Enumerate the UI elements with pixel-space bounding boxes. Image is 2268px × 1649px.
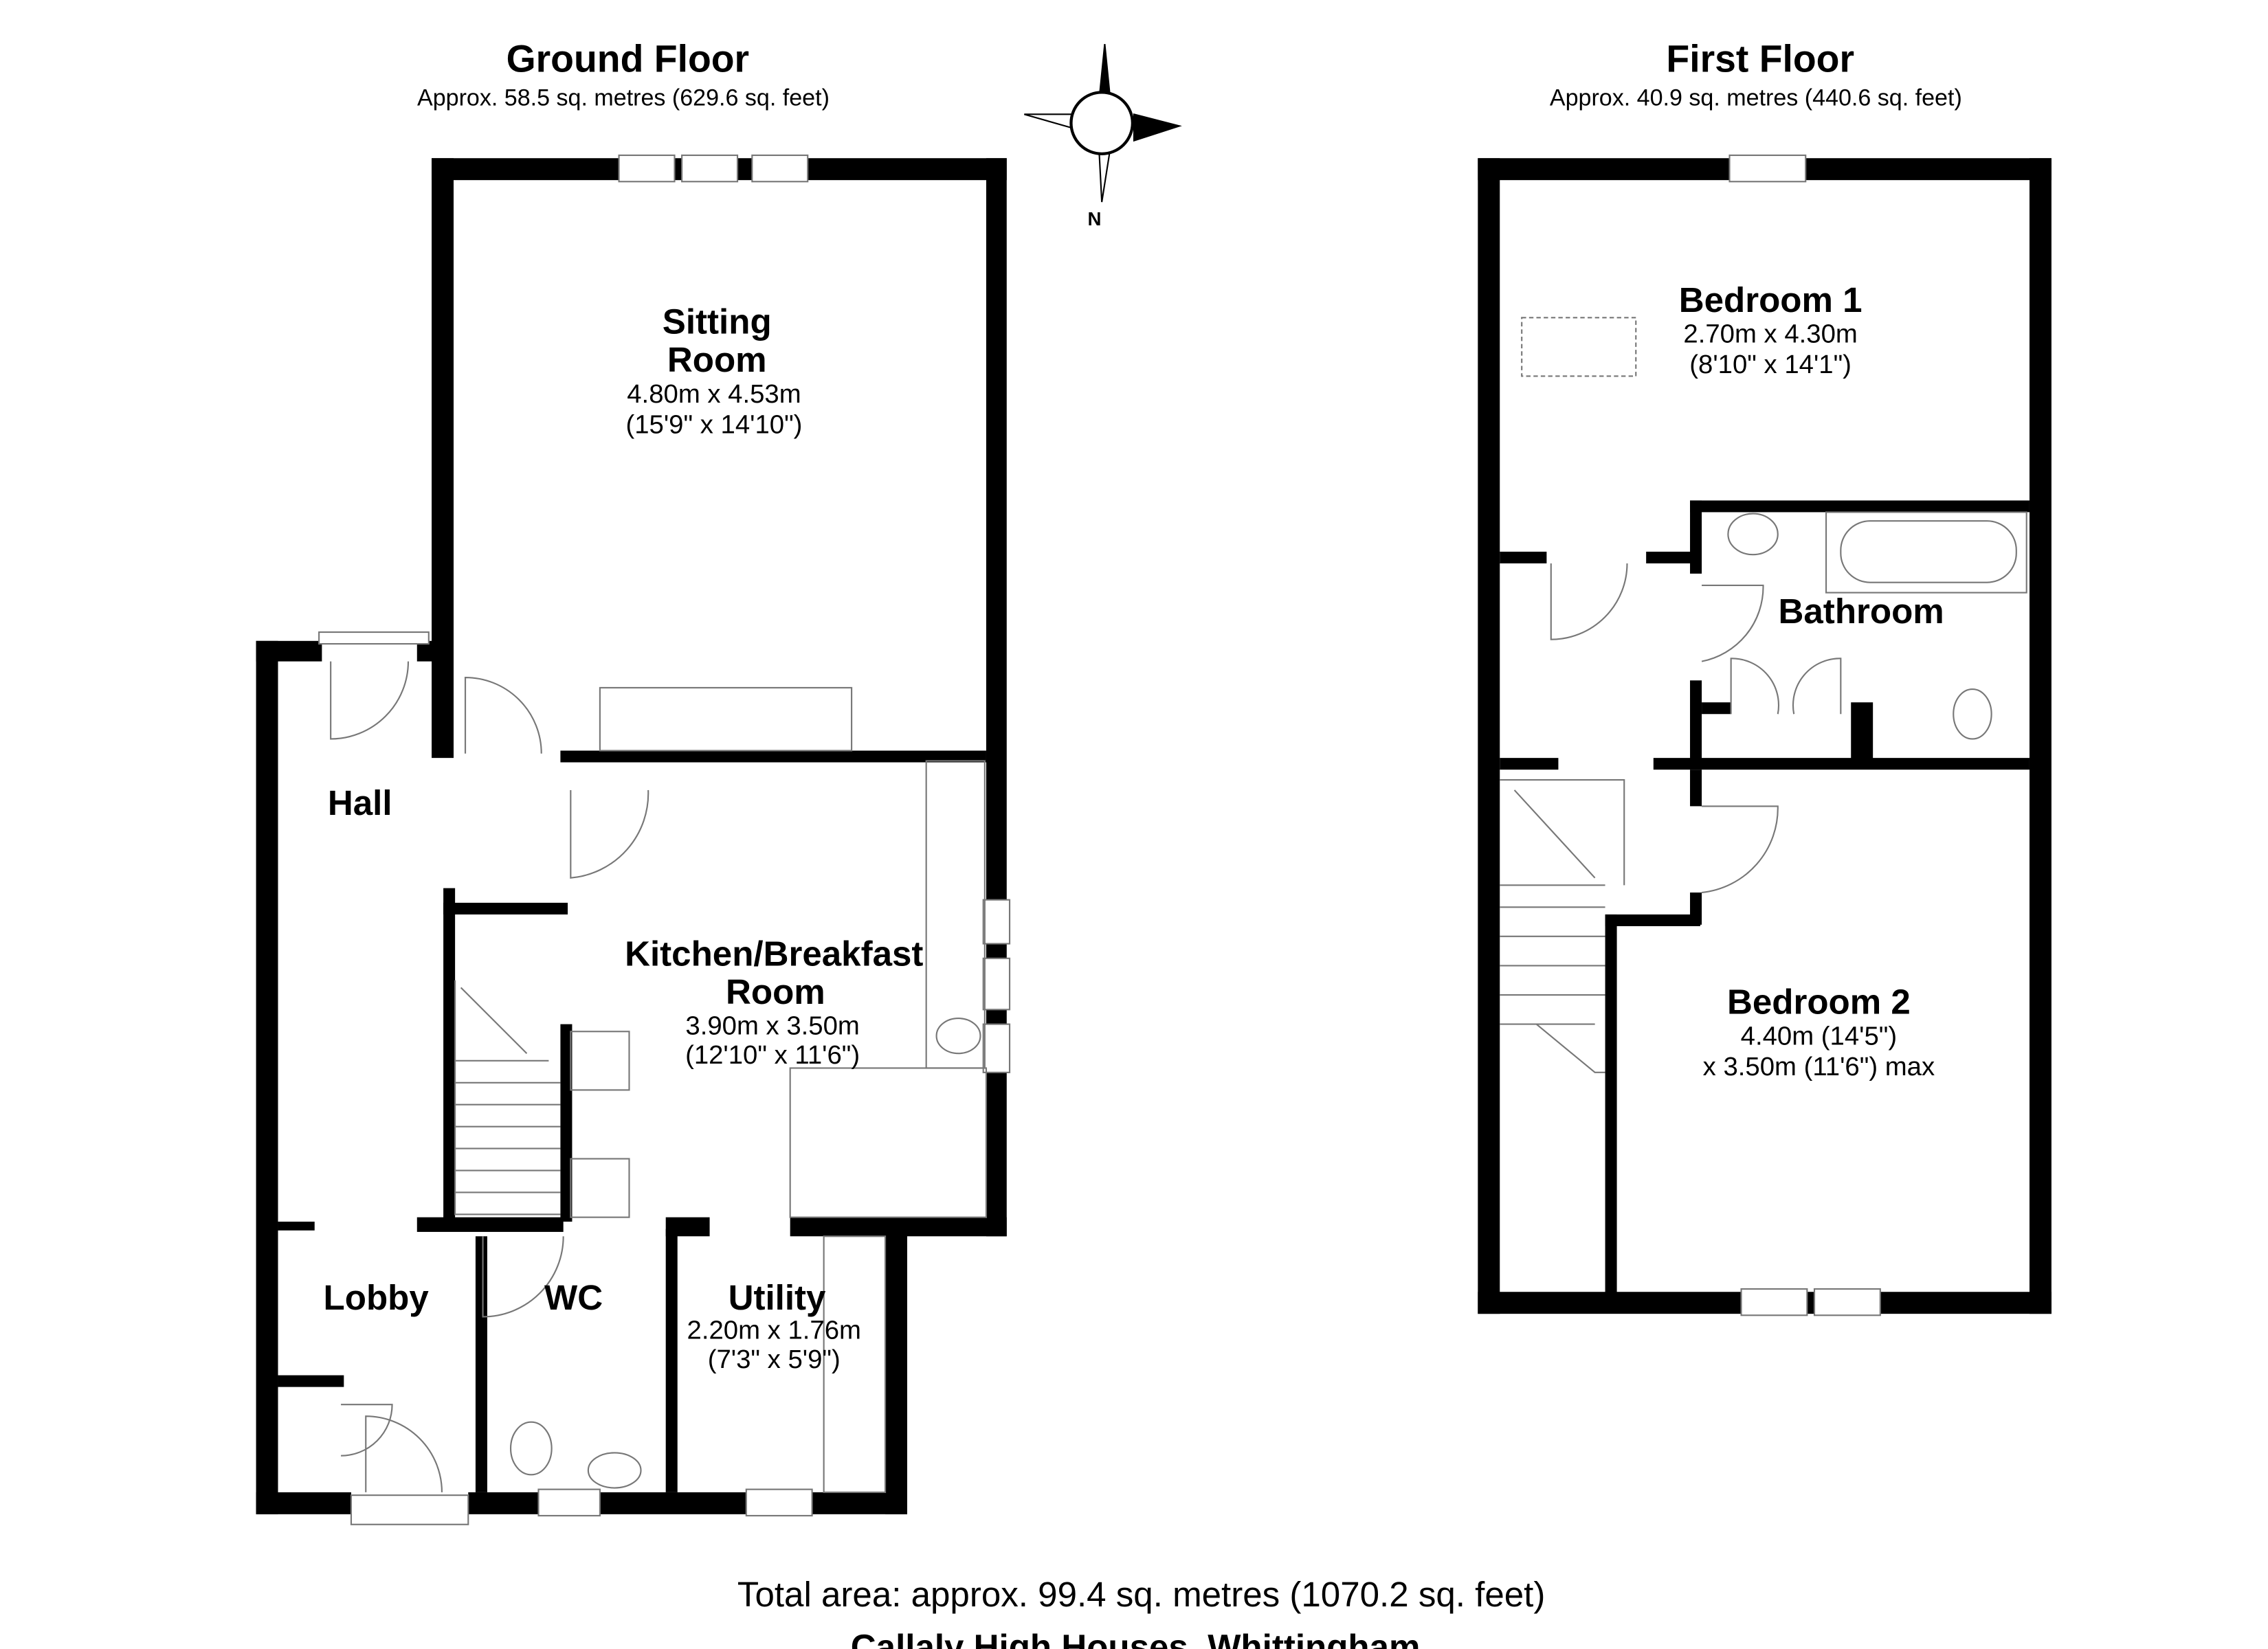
sitting-room-name: Sitting: [663, 302, 772, 341]
utility-dim-m: 2.20m x 1.76m: [687, 1315, 861, 1345]
bath-icon: [1825, 511, 2027, 594]
bedroom2-dim-1: 4.40m (14'5"): [1741, 1021, 1897, 1051]
kitchen-name-2: Room: [726, 972, 825, 1011]
stairs-icon: [454, 980, 561, 1215]
utility-name: Utility: [729, 1278, 826, 1317]
sitting-room-name-2: Room: [667, 340, 767, 379]
compass-icon: N: [1024, 44, 1182, 229]
bathroom-name: Bathroom: [1779, 592, 1944, 631]
ground-floor-walls: [256, 154, 1011, 1525]
ground-floor-area: Approx. 58.5 sq. metres (629.6 sq. feet): [417, 85, 830, 111]
basin-icon: [1727, 513, 1779, 556]
compass-north-label: N: [1088, 208, 1102, 229]
kitchen-name: Kitchen/Breakfast: [625, 934, 923, 973]
kitchen-dim-m: 3.90m x 3.50m: [685, 1011, 859, 1041]
stairs-icon: [1500, 779, 1625, 1073]
basin-icon: [587, 1452, 642, 1489]
bedroom2-name: Bedroom 2: [1727, 983, 1911, 1022]
first-floor-area: Approx. 40.9 sq. metres (440.6 sq. feet): [1550, 85, 1962, 111]
hall-name: Hall: [328, 783, 392, 822]
total-area: Total area: approx. 99.4 sq. metres (107…: [737, 1575, 1545, 1614]
wc-name: WC: [544, 1278, 603, 1317]
ground-floor-title: Ground Floor: [507, 38, 750, 80]
utility-dim-ft: (7'3" x 5'9"): [708, 1345, 841, 1374]
sitting-room-dim-m: 4.80m x 4.53m: [627, 379, 801, 409]
bedroom2-dim-2: x 3.50m (11'6") max: [1703, 1052, 1935, 1081]
property-address: Callaly High Houses, Whittingham: [851, 1628, 1421, 1649]
bedroom1-name: Bedroom 1: [1679, 280, 1863, 319]
toilet-icon: [509, 1421, 553, 1476]
first-floor-walls: [1478, 154, 2052, 1316]
toilet-icon: [1953, 688, 1992, 740]
sink-icon: [935, 1018, 981, 1055]
sitting-room-dim-ft: (15'9" x 14'10"): [625, 410, 802, 439]
kitchen-dim-ft: (12'10" x 11'6"): [685, 1040, 860, 1070]
bedroom1-dim-m: 2.70m x 4.30m: [1683, 319, 1857, 348]
lobby-name: Lobby: [324, 1278, 430, 1317]
bedroom1-dim-ft: (8'10" x 14'1"): [1689, 350, 1852, 379]
first-floor-title: First Floor: [1666, 38, 1854, 80]
